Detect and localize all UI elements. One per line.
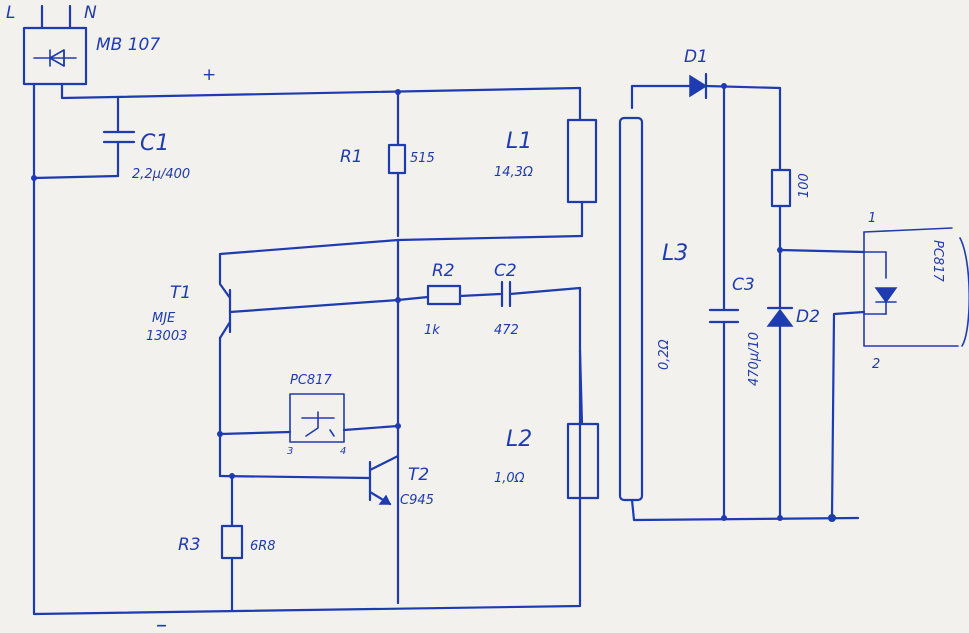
resistor-r1 — [387, 89, 407, 238]
capacitor-c2 — [500, 280, 582, 308]
plus-label: + — [202, 65, 216, 85]
pc817-right-label: PC817 — [930, 240, 945, 282]
output-plus-rail — [704, 84, 782, 90]
inductor-l1 — [396, 86, 598, 242]
pc817-right-pin1: 1 — [868, 211, 876, 226]
r1-value: 515 — [410, 151, 435, 166]
l2-label: L2 — [506, 427, 532, 452]
c2-value: 472 — [494, 323, 519, 338]
t1-type-b: 13003 — [146, 329, 187, 344]
d1-label: D1 — [684, 47, 708, 67]
capacitor-c1 — [31, 96, 136, 181]
l1-label: L1 — [506, 129, 532, 154]
inductor-l3 — [618, 116, 644, 502]
diode-d2 — [766, 248, 794, 520]
r3-value: 6R8 — [250, 539, 276, 554]
minus-rail — [32, 82, 582, 616]
pc817-right-pin2: 2 — [872, 357, 880, 372]
mains-n-label: N — [84, 3, 97, 23]
capacitor-c3 — [708, 84, 740, 520]
r1-label: R1 — [340, 147, 363, 167]
plus-rail — [60, 82, 582, 100]
c3-label: C3 — [732, 275, 755, 295]
optocoupler-left — [217, 393, 401, 443]
r2-label: R2 — [432, 261, 455, 281]
bridge-rectifier — [22, 26, 88, 86]
l3-value: 0,2Ω — [657, 339, 672, 370]
resistor-r2 — [396, 284, 502, 306]
pc817-left-label: PC817 — [290, 373, 332, 388]
diode-d1 — [689, 72, 708, 100]
junction-c3-bottom — [721, 515, 727, 521]
minus-label: – — [156, 613, 167, 633]
output-minus-rail — [630, 498, 860, 522]
resistor-100 — [770, 86, 792, 253]
c3-value: 470µ/10 — [747, 332, 762, 386]
c1-value: 2,2µ/400 — [132, 167, 190, 182]
r3-label: R3 — [178, 535, 201, 555]
opto-pin1-wire — [778, 248, 866, 254]
c2-label: C2 — [494, 261, 517, 281]
t2-type: C945 — [400, 493, 434, 508]
d1-anode-wire — [630, 84, 692, 110]
l1-value: 14,3Ω — [494, 165, 533, 180]
optocoupler-right — [863, 227, 969, 347]
resistor-r3 — [220, 474, 244, 612]
bridge-label: MB 107 — [96, 35, 160, 55]
transistor-t1 — [218, 282, 401, 436]
l2-value: 1,0Ω — [494, 471, 525, 486]
mains-l-label: L — [6, 3, 15, 23]
r100-value: 100 — [797, 173, 812, 198]
c1-label: C1 — [140, 131, 169, 156]
pc817-left-pin4: 4 — [340, 446, 346, 457]
l3-label: L3 — [662, 241, 688, 266]
t1-type-a: MJE — [152, 311, 176, 326]
d2-label: D2 — [796, 307, 820, 327]
transistor-t2 — [218, 432, 400, 506]
t1-label: T1 — [170, 283, 191, 303]
r2-value: 1k — [424, 323, 440, 338]
inductor-l2 — [566, 348, 600, 500]
junction-d2-bottom — [777, 515, 783, 521]
t1-collector-wire — [218, 238, 400, 285]
opto-pin2-wire — [830, 310, 866, 520]
pc817-left-pin3: 3 — [287, 446, 293, 457]
t2-label: T2 — [408, 465, 429, 485]
